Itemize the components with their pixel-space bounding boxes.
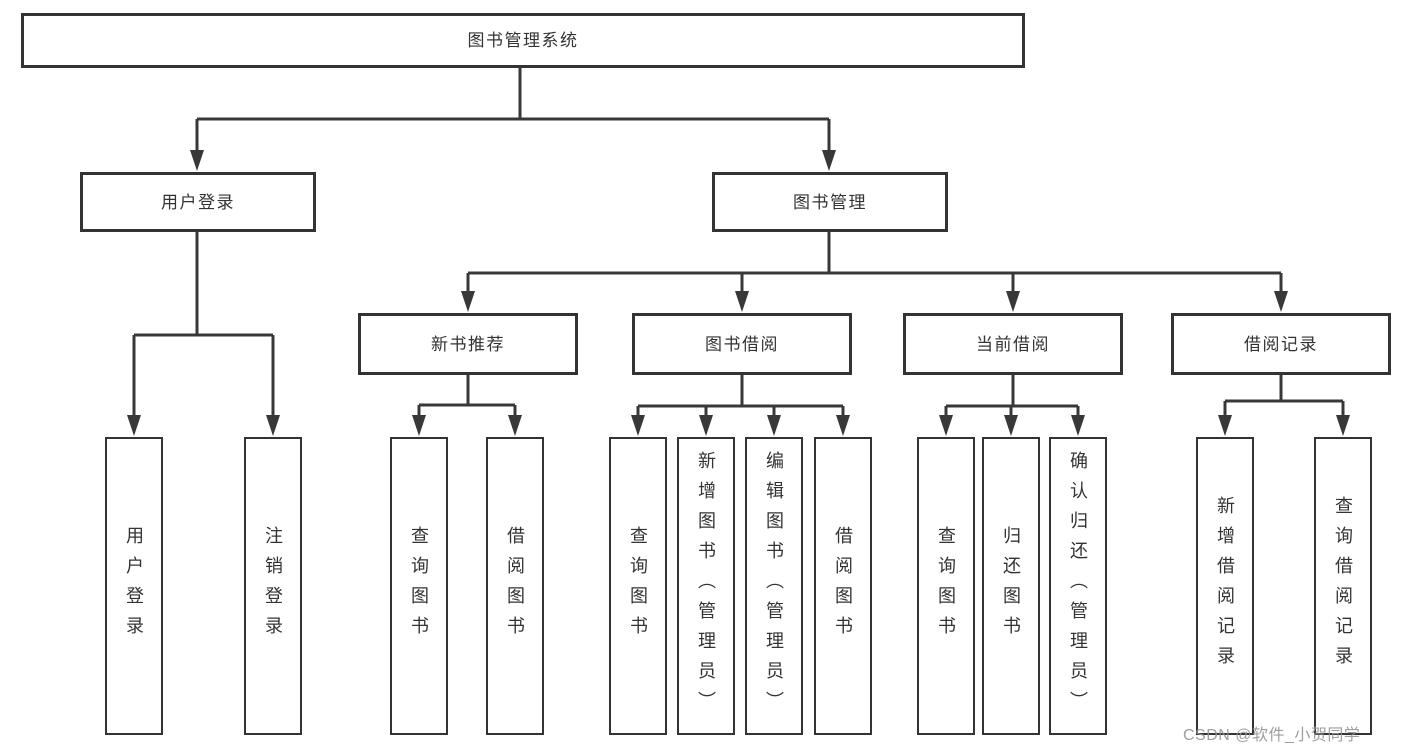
leaf-user-login: 用户登录 bbox=[105, 437, 163, 735]
leaf-borrow-book-newbook: 借阅图书 bbox=[486, 437, 544, 735]
leaf-edit-book-admin: 编辑图书（管理员） bbox=[745, 437, 803, 735]
leaf-confirm-return-admin: 确认归还（管理员） bbox=[1049, 437, 1107, 735]
node-book-management: 图书管理 bbox=[712, 172, 948, 232]
leaf-return-book: 归还图书 bbox=[982, 437, 1040, 735]
node-library-management-system: 图书管理系统 bbox=[21, 13, 1025, 68]
leaf-query-book-current: 查询图书 bbox=[917, 437, 975, 735]
node-current-borrow: 当前借阅 bbox=[903, 313, 1123, 375]
csdn-watermark: CSDN @软件_小贺同学 bbox=[1183, 727, 1361, 744]
leaf-add-book-admin: 新增图书（管理员） bbox=[677, 437, 735, 735]
node-borrow-record: 借阅记录 bbox=[1171, 313, 1391, 375]
leaf-borrow-book: 借阅图书 bbox=[814, 437, 872, 735]
leaf-logout: 注销登录 bbox=[244, 437, 302, 735]
node-book-borrow: 图书借阅 bbox=[632, 313, 852, 375]
leaf-query-borrow-record: 查询借阅记录 bbox=[1314, 437, 1372, 735]
node-user-login: 用户登录 bbox=[80, 172, 316, 232]
node-new-book-recommend: 新书推荐 bbox=[358, 313, 578, 375]
leaf-query-book-newbook: 查询图书 bbox=[390, 437, 448, 735]
leaf-query-book-borrow: 查询图书 bbox=[609, 437, 667, 735]
leaf-add-borrow-record: 新增借阅记录 bbox=[1196, 437, 1254, 735]
